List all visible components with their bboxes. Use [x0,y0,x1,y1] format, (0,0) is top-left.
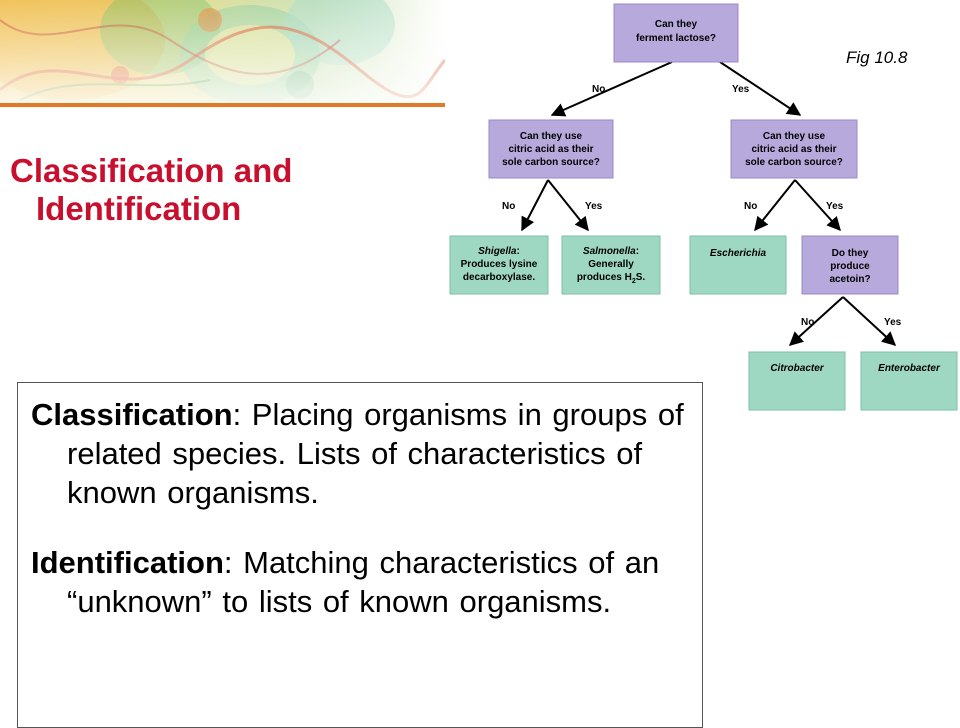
arrow-citric-right-yes [794,179,841,232]
node-text-line: Shigella: [478,246,520,257]
branch-label-yes: Yes [884,317,902,328]
node-text-line: Produces lysine [461,259,538,270]
branch-label-yes: Yes [732,84,750,95]
branch-label-yes: Yes [585,201,603,212]
node-text-line: sole carbon source? [502,157,600,168]
banner-cell-image [0,0,445,108]
arrow-citric-left-no [521,179,549,232]
node-text-line: sole carbon source? [745,157,843,168]
classification-text: : Placing organisms in groups of related… [67,397,684,510]
node-text-line: decarboxylase. [463,272,535,283]
result-node-enterobacter: Enterobacter [860,351,958,411]
node-text-line: Can they use [520,131,583,142]
node-text-line: Can they [655,19,698,30]
definitions-box: Classification: Placing organisms in gro… [17,382,703,728]
classification-definition: Classification: Placing organisms in gro… [31,395,727,512]
branch-label-yes: Yes [826,201,844,212]
node-text-line: produce [830,261,870,272]
arrow-lactose-yes [719,61,802,116]
node-text-line: ferment lactose? [636,33,716,44]
identification-flowchart: No Yes No Yes No Yes No Yes Can they fer… [449,3,958,411]
node-text-line: Citrobacter [770,363,824,374]
identification-text: : Matching characteristics of an “unknow… [67,545,660,619]
branch-label-no: No [502,201,515,212]
node-text-line: citric acid as their [508,144,593,155]
question-node-citric-right: Can they use citric acid as their sole c… [730,119,858,179]
arrow-lactose-no [550,61,673,117]
arrow-acetoin-yes [842,296,897,346]
result-node-salmonella: Salmonella: Generally produces H2S. [561,235,661,295]
slide-title: Classification and Identification [10,152,430,228]
banner-divider [0,103,445,107]
question-node-citric-left: Can they use citric acid as their sole c… [488,119,614,179]
node-text-line: Escherichia [710,248,767,259]
slide-title-line1: Classification and [10,152,293,189]
identification-definition: Identification: Matching characteristics… [31,543,727,621]
question-node-lactose: Can they ferment lactose? [613,3,739,63]
branch-label-no: No [744,201,757,212]
branch-label-no: No [592,84,605,95]
node-text-line: acetoin? [829,274,870,285]
node-text-line: Can they use [763,131,826,142]
node-text-line: Generally [588,259,634,270]
branch-label-no: No [801,317,814,328]
question-node-acetoin: Do they produce acetoin? [801,235,899,295]
arrow-acetoin-no [788,296,844,346]
slide-title-line2: Identification [36,190,242,227]
arrow-citric-right-no [754,179,796,232]
arrow-citric-left-yes [547,179,589,232]
node-text-line: produces H2S. [577,272,646,285]
node-text-line: Enterobacter [878,363,941,374]
result-node-citrobacter: Citrobacter [748,351,846,411]
flowchart-arrows [521,61,897,346]
node-text-line: Do they [832,248,869,259]
node-text-line: Salmonella: [583,246,639,257]
result-node-shigella: Shigella: Produces lysine decarboxylase. [449,235,549,295]
result-node-escherichia: Escherichia [689,235,787,295]
identification-term: Identification [31,545,224,580]
figure-label: Fig 10.8 [846,48,908,67]
branch-labels: No Yes No Yes No Yes No Yes [502,84,902,328]
node-text-line: citric acid as their [751,144,836,155]
classification-term: Classification [31,397,233,432]
